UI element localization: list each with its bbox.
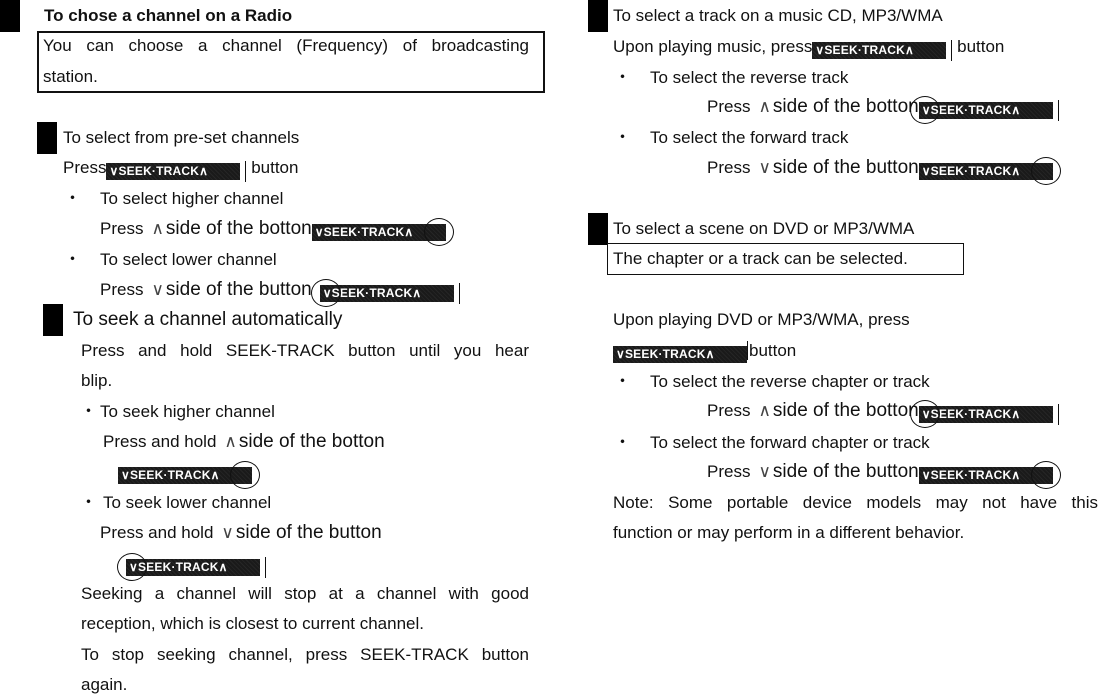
divider (1057, 404, 1059, 425)
radio-description-line2: station. (43, 67, 98, 86)
seek-track-button[interactable]: ∨SEEK·TRACK∧ (117, 553, 266, 581)
down-caret-icon: ∨ (758, 462, 771, 482)
seek-again-line1: To stop seeking channel, press SEEK-TRAC… (81, 645, 529, 664)
radio-description-box (37, 31, 545, 93)
highlight-circle-icon (423, 218, 454, 246)
seek-track-button[interactable]: ∨SEEK·TRACK∧ (812, 40, 953, 61)
button-label: button (251, 158, 299, 177)
dvd-button-line: ∨SEEK·TRACK∧button (613, 341, 797, 363)
seek-track-button[interactable]: ∨SEEK·TRACK∧ (909, 96, 1059, 124)
bullet: ・ (80, 402, 97, 421)
preset-press-line: Press∨SEEK·TRACK∧ button (63, 158, 299, 182)
highlight-circle-icon (230, 461, 260, 489)
highlight-circle-icon (117, 553, 147, 581)
dvd-description-box (607, 243, 964, 275)
dvd-reverse-label: To select the reverse chapter or track (650, 372, 930, 391)
bullet: ・ (64, 250, 81, 269)
divider (458, 283, 460, 304)
bullet: ・ (80, 493, 97, 512)
seek-track-button[interactable]: ∨SEEK·TRACK∧ (613, 346, 747, 363)
seek-stop-line1: Seeking a channel will stop at a channel… (81, 584, 529, 603)
preset-lower-label: To select lower channel (100, 250, 277, 269)
up-caret-icon: ∧ (758, 97, 771, 117)
highlight-circle-icon (1030, 157, 1061, 185)
highlight-circle-icon (310, 279, 341, 307)
section-marker (588, 213, 608, 245)
seek-description-line1: Press and hold SEEK-TRACK button until y… (81, 341, 529, 360)
seek-track-button[interactable]: ∨SEEK·TRACK∧ (106, 161, 247, 182)
dvd-description: The chapter or a track can be selected. (613, 249, 908, 268)
seek-again-line2: again. (81, 675, 128, 694)
highlight-circle-icon (909, 96, 940, 124)
press-label: Press (63, 158, 107, 177)
dvd-note-line1: Note: Some portable device models may no… (613, 493, 1098, 512)
seek-description-line2: blip. (81, 371, 113, 390)
dvd-forward-label: To select the forward chapter or track (650, 433, 930, 452)
seek-track-button[interactable]: ∨SEEK·TRACK∧ (918, 157, 1061, 185)
down-caret-icon: ∨ (758, 158, 771, 178)
seek-higher-label: To seek higher channel (100, 402, 275, 421)
down-caret-icon: ∨ (151, 280, 164, 300)
divider (1057, 100, 1059, 121)
section-marker (43, 304, 63, 336)
seek-track-button[interactable]: ∨SEEK·TRACK∧ (311, 218, 454, 246)
bullet: ・ (614, 372, 631, 391)
up-caret-icon: ∧ (151, 219, 164, 239)
highlight-circle-icon (1030, 461, 1061, 489)
section-title-radio: To chose a channel on a Radio (44, 6, 293, 25)
seek-track-button[interactable]: ∨SEEK·TRACK∧ (310, 279, 460, 307)
section-title-seek: To seek a channel automatically (73, 309, 343, 330)
divider (265, 557, 266, 578)
down-caret-icon: ∨ (221, 523, 234, 543)
preset-higher-instruction: Press∧side of the botton∨SEEK·TRACK∧ (100, 218, 454, 246)
dvd-note-line2: function or may perform in a different b… (613, 523, 965, 542)
section-marker (588, 0, 608, 32)
seek-lower-instruction: Press and hold∨side of the button (100, 522, 382, 544)
seek-higher-button-line: ∨SEEK·TRACK∧ (118, 461, 260, 489)
dvd-forward-instruction: Press∨side of the button∨SEEK·TRACK∧ (707, 461, 1061, 489)
section-title-dvd: To select a scene on DVD or MP3/WMA (613, 219, 915, 238)
up-caret-icon: ∧ (224, 432, 237, 452)
seek-track-button[interactable]: ∨SEEK·TRACK∧ (909, 400, 1059, 428)
cd-press-line: Upon playing music, press∨SEEK·TRACK∧ bu… (613, 37, 1004, 61)
seek-stop-line2: reception, which is closest to current c… (81, 614, 425, 633)
cd-forward-instruction: Press∨side of the button∨SEEK·TRACK∧ (707, 157, 1061, 185)
section-title-cd: To select a track on a music CD, MP3/WMA (613, 6, 943, 25)
preset-lower-instruction: Press∨side of the button∨SEEK·TRACK∧ (100, 279, 460, 307)
cd-forward-label: To select the forward track (650, 128, 849, 147)
cd-reverse-instruction: Press∧side of the botton∨SEEK·TRACK∧ (707, 96, 1059, 124)
seek-lower-label: To seek lower channel (103, 493, 272, 512)
highlight-circle-icon (909, 400, 940, 428)
radio-description-line1: You can choose a channel (Frequency) of … (43, 36, 529, 55)
bullet: ・ (614, 433, 631, 452)
divider (245, 161, 247, 182)
divider (951, 40, 953, 61)
dvd-reverse-instruction: Press∧side of the botton∨SEEK·TRACK∧ (707, 400, 1059, 428)
bullet: ・ (64, 189, 81, 208)
dvd-press-line: Upon playing DVD or MP3/WMA, press (613, 310, 910, 329)
seek-higher-instruction: Press and hold∧side of the botton (103, 431, 385, 453)
section-marker (37, 122, 57, 154)
up-caret-icon: ∧ (758, 401, 771, 421)
seek-lower-button-line: ∨SEEK·TRACK∧ (117, 553, 266, 581)
section-marker (0, 0, 20, 32)
seek-track-button[interactable]: ∨SEEK·TRACK∧ (118, 461, 260, 489)
preset-higher-label: To select higher channel (100, 189, 284, 208)
bullet: ・ (614, 68, 631, 87)
bullet: ・ (614, 128, 631, 147)
seek-track-button[interactable]: ∨SEEK·TRACK∧ (918, 461, 1061, 489)
section-title-preset: To select from pre-set channels (63, 128, 300, 147)
cd-reverse-label: To select the reverse track (650, 68, 849, 87)
